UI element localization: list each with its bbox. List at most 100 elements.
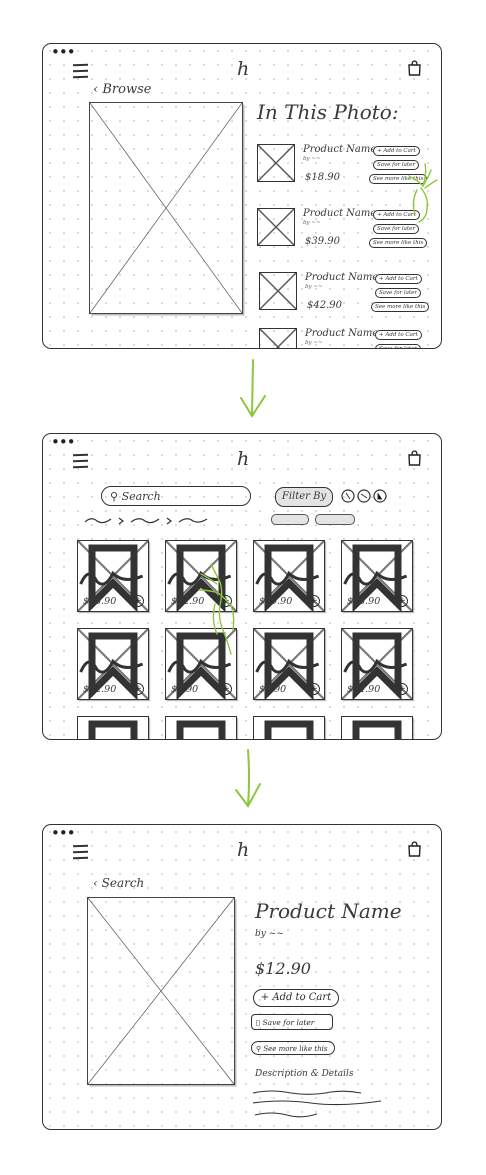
section-title: In This Photo:	[257, 100, 399, 124]
add-to-cart-button[interactable]: + Add to Cart	[373, 146, 420, 156]
product-name: Product Name	[303, 144, 377, 155]
save-for-later-button[interactable]: Save for later	[373, 224, 420, 234]
pointer-hand-icon	[198, 563, 235, 655]
bookmark-icon[interactable]	[78, 541, 148, 611]
product-tile[interactable]	[341, 716, 413, 740]
add-to-cart-button[interactable]: + Add to Cart	[373, 210, 420, 220]
product-tile[interactable]: $7.90 +	[165, 628, 237, 700]
back-chevron-icon: ‹	[93, 876, 102, 890]
bookmark-icon[interactable]	[166, 629, 236, 699]
description-heading: Description & Details	[255, 1069, 354, 1079]
save-for-later-button[interactable]: Save for later	[375, 344, 422, 348]
menu-icon[interactable]	[72, 844, 89, 863]
product-detail-screen: ••• h ‹ Search Product Name by ~~ $12.90…	[42, 824, 442, 1130]
add-to-cart-button[interactable]: + Add to Cart	[375, 330, 422, 340]
product-by: by ~~	[255, 929, 284, 939]
plus-icon[interactable]: +	[308, 595, 320, 607]
back-chevron-icon: ‹	[93, 82, 103, 97]
product-thumbnail[interactable]	[257, 144, 295, 182]
plus-icon[interactable]: +	[396, 595, 408, 607]
search-input[interactable]: ⚲ Search	[101, 486, 251, 506]
see-more-button[interactable]: See more like this	[371, 302, 430, 312]
product-tile[interactable]: $18.90 +	[341, 540, 413, 612]
product-tile[interactable]: $34.90 +	[341, 628, 413, 700]
app-logo[interactable]: h	[237, 448, 250, 470]
window-dots: •••	[51, 43, 76, 61]
plus-icon[interactable]: +	[132, 683, 144, 695]
tile-price: $18.90	[347, 596, 381, 607]
browse-screen: ••• h ⚲ Search Filter By $18.90 + $12.90…	[42, 433, 442, 740]
product-price: $12.90	[255, 959, 311, 978]
menu-icon[interactable]	[72, 453, 89, 472]
tile-price: $39.90	[259, 596, 293, 607]
product-tile[interactable]: $9.90 +	[253, 628, 325, 700]
window-dots: •••	[51, 433, 76, 451]
tile-price: $18.90	[83, 596, 117, 607]
back-label: Search	[101, 876, 145, 890]
filter-options-icon[interactable]	[341, 488, 389, 504]
save-label: Save for later	[262, 1018, 315, 1027]
back-label: Browse	[102, 82, 152, 97]
plus-icon[interactable]: +	[132, 595, 144, 607]
bookmark-icon[interactable]	[254, 717, 324, 740]
bookmark-icon[interactable]	[254, 629, 324, 699]
bookmark-icon[interactable]	[166, 541, 236, 611]
bookmark-icon[interactable]	[166, 717, 236, 740]
menu-icon[interactable]	[72, 63, 89, 82]
tile-price: $34.90	[347, 684, 381, 695]
filter-chip[interactable]	[315, 514, 355, 525]
app-logo[interactable]: h	[237, 839, 250, 861]
product-tile[interactable]: $42.90 +	[77, 628, 149, 700]
photo-placeholder	[89, 102, 243, 314]
bookmark-icon[interactable]	[78, 717, 148, 740]
see-more-button[interactable]: See more like this	[369, 238, 428, 248]
product-thumbnail[interactable]	[259, 272, 297, 310]
back-link[interactable]: ‹ Browse	[93, 82, 151, 97]
add-to-cart-button[interactable]: + Add to Cart	[375, 274, 422, 284]
search-icon: ⚲	[110, 490, 122, 503]
bag-icon[interactable]	[408, 450, 421, 466]
tile-price: $42.90	[83, 684, 117, 695]
product-tile[interactable]	[77, 716, 149, 740]
pointer-hand-icon	[408, 163, 438, 223]
product-by: by ~~	[303, 220, 321, 226]
product-price: $39.90	[305, 236, 340, 247]
bookmark-icon[interactable]	[342, 541, 412, 611]
breadcrumb[interactable]	[83, 514, 223, 526]
bookmark-icon[interactable]	[342, 629, 412, 699]
photo-screen: ••• h ‹ Browse In This Photo: Product Na…	[42, 43, 442, 349]
product-tile[interactable]: $39.90 +	[253, 540, 325, 612]
app-logo[interactable]: h	[237, 58, 250, 80]
down-arrow-icon	[240, 359, 266, 418]
product-thumbnail[interactable]	[257, 208, 295, 246]
bookmark-icon[interactable]	[342, 717, 412, 740]
save-for-later-button[interactable]: Save for later	[373, 160, 420, 170]
bookmark-icon[interactable]	[254, 541, 324, 611]
product-name: Product Name	[305, 272, 379, 283]
bag-icon[interactable]	[408, 841, 421, 857]
product-name: Product Name	[303, 208, 377, 219]
see-more-button[interactable]: ⚲ See more like this	[251, 1041, 335, 1055]
product-by: by ~~	[305, 340, 323, 346]
product-tile[interactable]	[165, 716, 237, 740]
see-more-label: See more like this	[263, 1045, 328, 1053]
save-for-later-button[interactable]: ▯ Save for later	[251, 1014, 333, 1030]
product-thumbnail[interactable]	[259, 328, 297, 348]
plus-icon[interactable]: +	[308, 683, 320, 695]
save-for-later-button[interactable]: Save for later	[375, 288, 422, 298]
add-to-cart-button[interactable]: + Add to Cart	[253, 989, 339, 1007]
back-link[interactable]: ‹ Search	[93, 876, 144, 890]
product-price: $42.90	[307, 300, 342, 311]
product-tile[interactable]: $18.90 +	[77, 540, 149, 612]
product-price: $18.90	[305, 172, 340, 183]
plus-icon[interactable]: +	[220, 683, 232, 695]
product-name: Product Name	[305, 328, 379, 339]
filter-chip[interactable]	[271, 514, 309, 525]
product-tile[interactable]	[253, 716, 325, 740]
bag-icon[interactable]	[408, 60, 421, 76]
description-scribble	[252, 1090, 382, 1118]
search-placeholder: Search	[121, 490, 161, 503]
bookmark-icon[interactable]	[78, 629, 148, 699]
plus-icon[interactable]: +	[396, 683, 408, 695]
filter-button[interactable]: Filter By	[275, 487, 333, 507]
